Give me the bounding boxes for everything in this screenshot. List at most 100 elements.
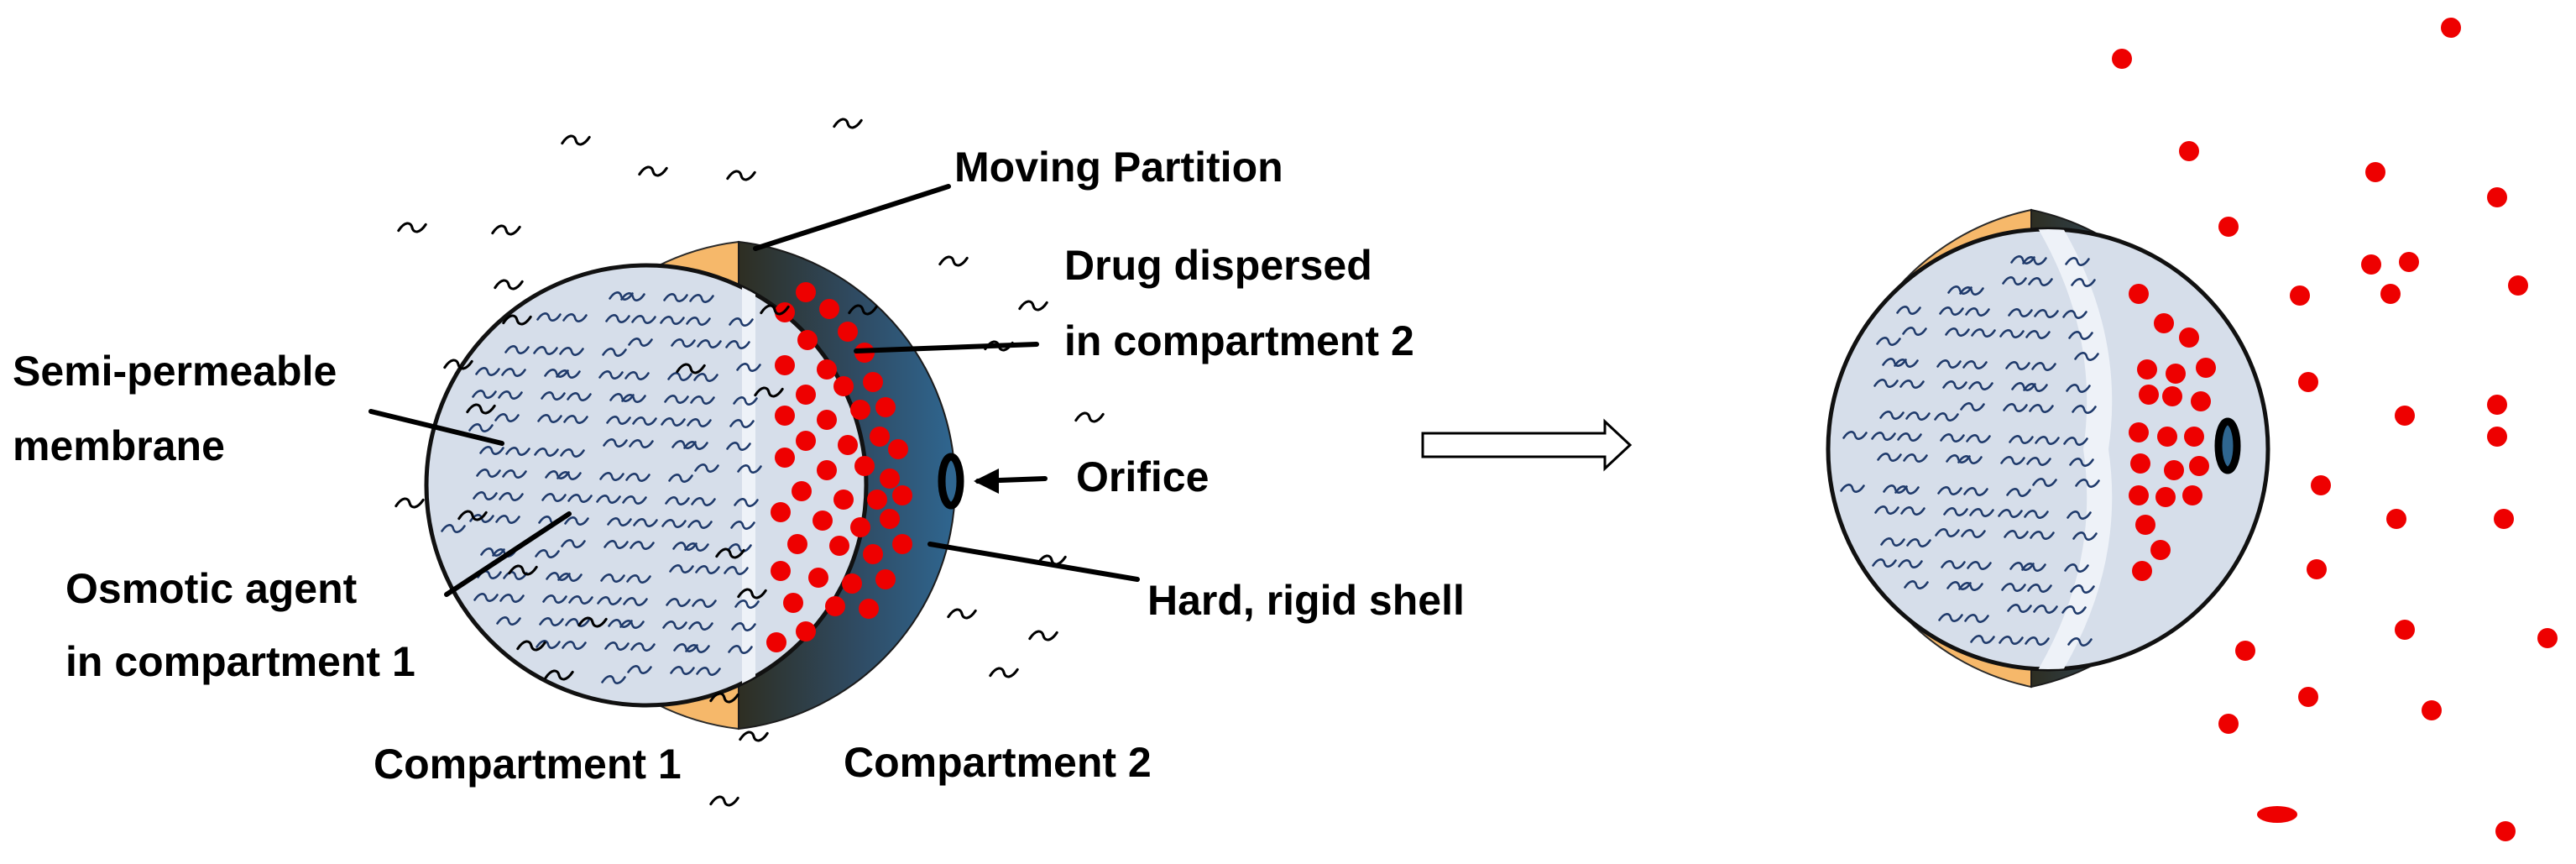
drug-particle-icon xyxy=(817,460,837,480)
drug-particle-icon xyxy=(2112,49,2132,69)
drug-particle-icon xyxy=(863,372,883,392)
water-molecule-icon xyxy=(989,667,1019,678)
drug-particle-icon xyxy=(2395,620,2415,640)
drug-particle-icon xyxy=(838,435,858,455)
drug-particle-icon xyxy=(2307,559,2327,579)
drug-particle-icon xyxy=(838,322,858,342)
drug-particle-icon xyxy=(2184,427,2204,447)
drug-particle-icon xyxy=(2495,821,2516,841)
drug-particle-icon xyxy=(2137,359,2157,380)
label-osmotic-line2: in compartment 1 xyxy=(65,638,415,685)
drug-particle-icon xyxy=(863,544,883,564)
callout-lines xyxy=(368,184,1140,597)
water-molecule-icon xyxy=(947,608,977,620)
water-molecule-icon xyxy=(638,165,668,177)
drug-particle-icon xyxy=(2365,162,2385,182)
drug-particle-icon xyxy=(2487,395,2507,415)
drug-particle-icon xyxy=(850,517,870,537)
pump-interior xyxy=(424,263,869,708)
water-molecule-icon xyxy=(726,170,756,181)
drug-particle-icon xyxy=(817,410,837,430)
drug-particle-icon xyxy=(2508,275,2528,296)
label-drug-line2: in compartment 2 xyxy=(1064,317,1414,364)
drug-particle-icon xyxy=(2162,386,2182,406)
drug-particle-icon xyxy=(2179,141,2199,161)
drug-particle-icon xyxy=(2361,254,2381,275)
drug-particle-icon xyxy=(825,596,845,616)
drug-particle-icon xyxy=(870,427,890,447)
drug-particle-icon xyxy=(2487,427,2507,447)
drug-particle-icon xyxy=(875,569,896,589)
drug-particle-icon xyxy=(792,481,812,501)
drug-particle-icon xyxy=(850,400,870,420)
drug-particle-icon xyxy=(796,621,816,641)
water-molecule-icon xyxy=(1028,630,1058,641)
drug-particle-icon xyxy=(880,469,900,489)
drug-particle-icon xyxy=(2139,385,2159,405)
water-molecule-icon xyxy=(491,224,521,236)
drug-particle-icon xyxy=(2130,453,2150,474)
drug-particle-icon xyxy=(2164,460,2184,480)
drug-particle-icon xyxy=(2487,187,2507,207)
drug-particle-icon xyxy=(2129,284,2149,304)
water-molecule-icon xyxy=(833,118,863,129)
label-moving-partition: Moving Partition xyxy=(954,144,1283,191)
moving-partition xyxy=(742,267,755,704)
water-molecule-icon xyxy=(494,279,524,291)
drug-particle-icon xyxy=(771,502,791,522)
water-molecule-icon xyxy=(1074,411,1105,423)
drug-particle-icon xyxy=(829,536,849,556)
drug-particle-icon xyxy=(2386,509,2406,529)
drug-particle-icon xyxy=(775,448,795,468)
drug-particle-group xyxy=(2129,284,2216,581)
drug-particle-icon xyxy=(888,439,908,459)
drug-particle-icon xyxy=(2235,641,2255,661)
drug-particle-icon xyxy=(833,376,854,396)
label-drug-line1: Drug dispersed xyxy=(1064,242,1372,289)
drug-particle-icon xyxy=(796,282,816,302)
drug-particle-icon xyxy=(2537,628,2558,648)
drug-particle-icon xyxy=(813,511,833,531)
drug-particle-icon xyxy=(817,359,837,380)
drug-particle-icon xyxy=(2218,217,2239,237)
water-molecule-icon xyxy=(938,255,969,267)
label-shell: Hard, rigid shell xyxy=(1147,577,1465,624)
drug-particle-icon xyxy=(2399,252,2419,272)
label-compartment-2: Compartment 2 xyxy=(844,739,1152,786)
water-molecule-icon xyxy=(561,134,591,146)
drug-particle-icon xyxy=(2196,358,2216,378)
moving-partition xyxy=(2038,229,2113,669)
water-molecule-icon xyxy=(394,497,425,509)
pump-initial xyxy=(424,240,964,730)
drug-particle-icon xyxy=(859,599,879,619)
drug-particle-icon xyxy=(2166,364,2186,384)
orifice-arrowhead xyxy=(974,469,999,494)
drug-particle-icon xyxy=(2298,687,2318,707)
drug-particle-icon xyxy=(2298,372,2318,392)
drug-particle-icon xyxy=(2218,714,2239,734)
released-drug-group xyxy=(2112,18,2558,841)
drug-particle-icon xyxy=(796,431,816,451)
drug-particle-icon xyxy=(2135,515,2155,535)
drug-particle-icon xyxy=(833,490,854,510)
drug-particle-icon xyxy=(2441,18,2461,38)
drug-particle-icon xyxy=(2380,284,2401,304)
pump-after-release xyxy=(1826,208,2270,689)
drug-particle-icon xyxy=(2189,456,2209,476)
drug-particle-icon xyxy=(2257,806,2297,823)
drug-particle-icon xyxy=(867,490,887,510)
drug-particle-icon xyxy=(2395,406,2415,426)
drug-particle-icon xyxy=(880,509,900,529)
drug-particle-icon xyxy=(775,355,795,375)
transition-arrow-icon xyxy=(1421,418,1633,472)
drug-particle-icon xyxy=(797,330,818,350)
drug-particle-icon xyxy=(2179,327,2199,348)
label-semi-permeable-line1: Semi-permeable xyxy=(13,348,337,395)
drug-particle-icon xyxy=(854,456,875,476)
orifice-icon xyxy=(2214,417,2241,474)
drug-particle-icon xyxy=(892,534,912,554)
drug-particle-icon xyxy=(796,385,816,405)
drug-particle-icon xyxy=(819,299,839,319)
label-compartment-1: Compartment 1 xyxy=(374,741,682,788)
